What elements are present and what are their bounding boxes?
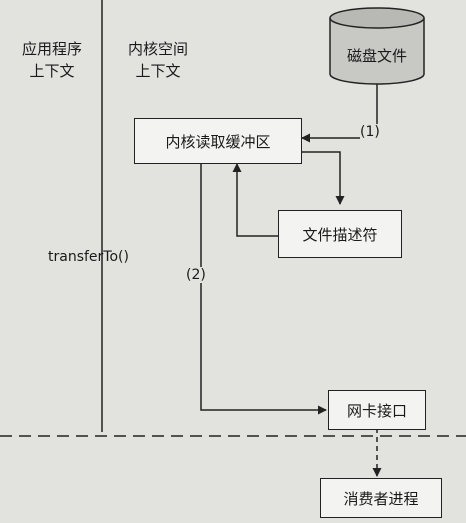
disk-file-label: 磁盘文件 <box>346 47 407 65</box>
kernel-space-line2: 上下文 <box>135 62 181 80</box>
kernel-space-label: 内核空间 上下文 <box>112 38 204 82</box>
step2-label: (2) <box>186 267 206 283</box>
kernel-read-buffer-box: 内核读取缓冲区 <box>134 118 302 164</box>
consumer-process-box: 消费者进程 <box>320 478 442 518</box>
disk-icon <box>329 7 425 85</box>
app-context-label: 应用程序 上下文 <box>6 38 98 82</box>
step1-label: (1) <box>360 124 380 140</box>
arrow-buffer-to-descriptor <box>302 151 345 205</box>
app-context-line1: 应用程序 <box>21 40 82 58</box>
arrow-descriptor-to-buffer <box>232 163 278 237</box>
transferto-label: transferTo() <box>48 249 129 265</box>
arrow-buffer-to-nic <box>200 164 327 415</box>
kernel-space-line1: 内核空间 <box>127 40 188 58</box>
file-descriptor-box: 文件描述符 <box>278 210 402 258</box>
nic-interface-box: 网卡接口 <box>328 390 426 430</box>
app-context-line2: 上下文 <box>29 62 75 80</box>
